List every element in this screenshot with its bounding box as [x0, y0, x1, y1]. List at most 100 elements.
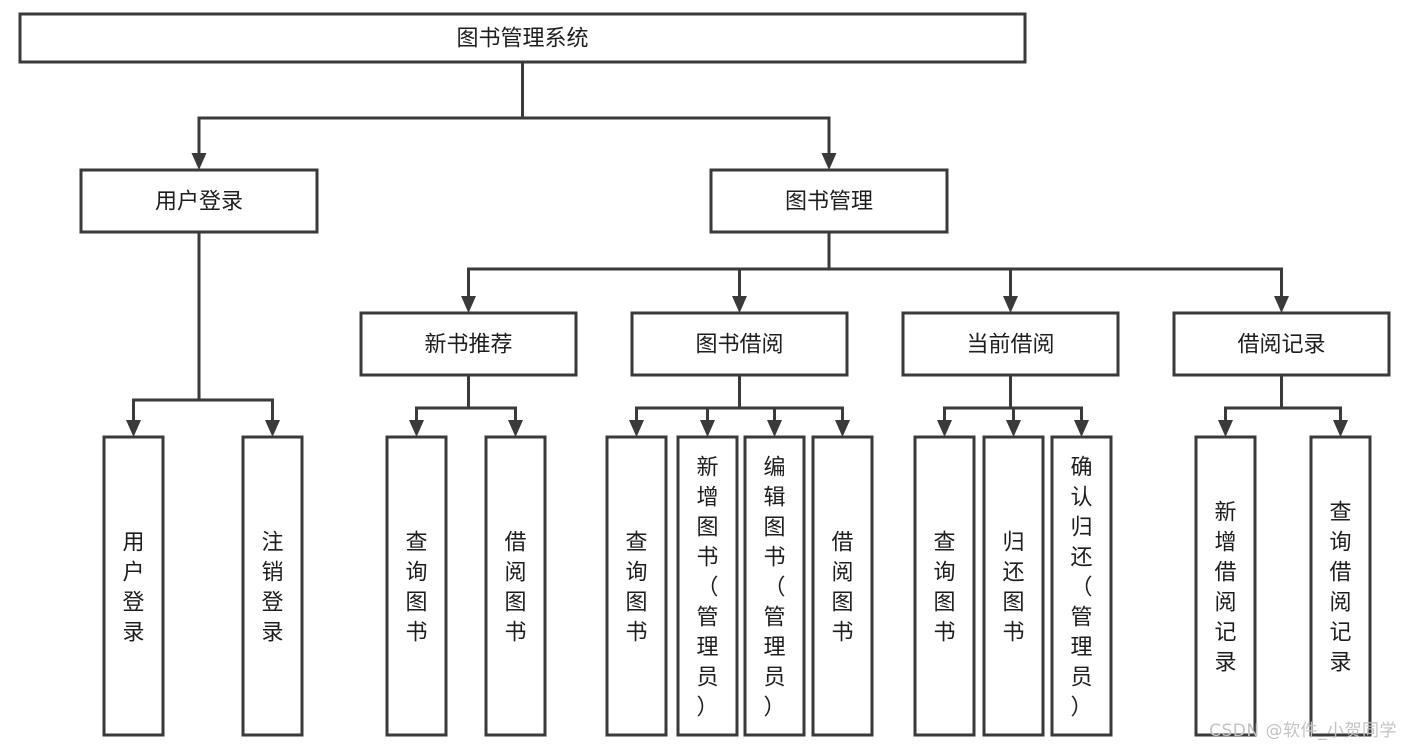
connector-layer [126, 62, 1348, 437]
node-l3-current[interactable]: 当前借阅 [901, 311, 1120, 377]
node-box [676, 435, 739, 737]
node-box [709, 168, 949, 234]
node-l3-new[interactable]: 新书推荐 [359, 311, 578, 377]
node-box [901, 311, 1120, 377]
node-label: 查询借阅记录 [1329, 500, 1351, 675]
arrow-head-icon [1218, 420, 1233, 437]
node-label: 当前借阅 [966, 333, 1054, 358]
edge-l3_current-to-l4_c_confirm [1009, 375, 1089, 437]
node-l4-user-logout[interactable]: 注销登录 [241, 435, 304, 737]
arrow-head-icon [461, 296, 476, 313]
node-box [1172, 311, 1391, 377]
node-label: 确认归还（管理员） [1070, 455, 1092, 720]
node-box [79, 168, 319, 234]
edge-l3_new-to-l4_new_borrow [467, 375, 523, 437]
node-label: 用户登录 [155, 190, 243, 215]
node-box [982, 435, 1045, 737]
node-l4-r-add[interactable]: 新增借阅记录 [1194, 435, 1257, 737]
node-l3-borrow[interactable]: 图书借阅 [630, 311, 849, 377]
edge-l2_book-to-l3_borrow [732, 232, 831, 313]
edge-root-to-l2_user [191, 62, 524, 170]
arrow-head-icon [732, 296, 747, 313]
edge-l2_user-to-l4_user_login [126, 232, 201, 437]
node-l4-b-borrow[interactable]: 借阅图书 [811, 435, 874, 737]
node-label: 借阅图书 [831, 530, 853, 645]
node-label: 新书推荐 [424, 333, 512, 358]
arrow-head-icon [1006, 420, 1021, 437]
node-layer: 图书管理系统用户登录图书管理新书推荐图书借阅当前借阅借阅记录用户登录注销登录查询… [18, 12, 1391, 737]
node-box [811, 435, 874, 737]
arrow-head-icon [1074, 420, 1089, 437]
arrow-head-icon [126, 420, 141, 437]
node-label: 图书借阅 [695, 333, 783, 358]
node-box [1309, 435, 1372, 737]
node-label: 借阅记录 [1237, 333, 1325, 358]
node-root[interactable]: 图书管理系统 [18, 12, 1027, 64]
arrow-head-icon [1003, 296, 1018, 313]
edge-l2_book-to-l3_new [461, 232, 831, 313]
edge-l3_borrow-to-l4_b_edit [738, 375, 782, 437]
node-label: 借阅图书 [504, 530, 526, 645]
node-label: 新增借阅记录 [1214, 500, 1236, 675]
node-label: 图书管理系统 [456, 27, 588, 52]
node-label: 查询图书 [625, 530, 647, 645]
arrow-head-icon [821, 153, 837, 170]
node-l2-user[interactable]: 用户登录 [79, 168, 319, 234]
arrow-head-icon [191, 153, 207, 170]
node-box [605, 435, 668, 737]
node-box [484, 435, 547, 737]
node-box [385, 435, 448, 737]
node-l4-b-query[interactable]: 查询图书 [605, 435, 668, 737]
node-l4-c-return[interactable]: 归还图书 [982, 435, 1045, 737]
node-l4-c-confirm[interactable]: 确认归还（管理员） [1050, 435, 1113, 737]
edge-l2_book-to-l3_record [827, 232, 1289, 313]
arrow-head-icon [265, 420, 280, 437]
node-label: 新增图书（管理员） [696, 455, 718, 720]
edge-l3_borrow-to-l4_b_borrow [738, 375, 850, 437]
node-box [1050, 435, 1113, 737]
node-label: 注销登录 [261, 530, 283, 645]
arrow-head-icon [835, 420, 850, 437]
node-l4-b-edit[interactable]: 编辑图书（管理员） [743, 435, 806, 737]
node-label: 归还图书 [1002, 530, 1024, 645]
node-l3-record[interactable]: 借阅记录 [1172, 311, 1391, 377]
node-l2-book[interactable]: 图书管理 [709, 168, 949, 234]
arrow-head-icon [629, 420, 644, 437]
arrow-head-icon [700, 420, 715, 437]
arrow-head-icon [1274, 296, 1289, 313]
node-box [18, 12, 1027, 64]
node-box [359, 311, 578, 377]
arrow-head-icon [1333, 420, 1348, 437]
node-box [743, 435, 806, 737]
edge-l3_borrow-to-l4_b_add [700, 375, 741, 437]
node-label: 编辑图书（管理员） [763, 455, 785, 720]
edge-l3_borrow-to-l4_b_query [629, 375, 741, 437]
node-box [1194, 435, 1257, 737]
edge-l3_record-to-l4_r_query [1280, 375, 1348, 437]
edge-l3_current-to-l4_c_query [937, 375, 1012, 437]
node-l4-new-query[interactable]: 查询图书 [385, 435, 448, 737]
node-box [630, 311, 849, 377]
node-label: 图书管理 [785, 190, 873, 215]
node-l4-new-borrow[interactable]: 借阅图书 [484, 435, 547, 737]
edge-l3_new-to-l4_new_query [409, 375, 470, 437]
node-l4-r-query[interactable]: 查询借阅记录 [1309, 435, 1372, 737]
node-label: 查询图书 [933, 530, 955, 645]
node-l4-c-query[interactable]: 查询图书 [913, 435, 976, 737]
csdn-watermark: CSDN @软件_小贺同学 [1209, 721, 1397, 741]
node-l4-b-add[interactable]: 新增图书（管理员） [676, 435, 739, 737]
edge-l2_book-to-l3_current [827, 232, 1018, 313]
node-label: 用户登录 [122, 530, 144, 645]
edge-l3_current-to-l4_c_return [1006, 375, 1021, 437]
arrow-head-icon [508, 420, 523, 437]
arrow-head-icon [937, 420, 952, 437]
node-label: 查询图书 [405, 530, 427, 645]
edge-l2_user-to-l4_user_logout [197, 232, 280, 437]
node-box [913, 435, 976, 737]
node-box [102, 435, 165, 737]
node-box [241, 435, 304, 737]
edge-l3_record-to-l4_r_add [1218, 375, 1283, 437]
node-l4-user-login[interactable]: 用户登录 [102, 435, 165, 737]
